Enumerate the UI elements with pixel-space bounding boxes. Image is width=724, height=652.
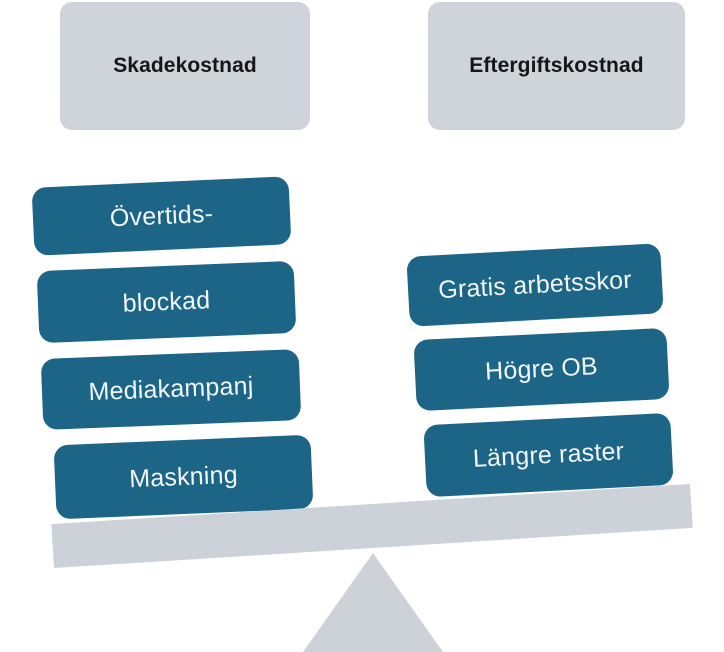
header-box-eftergiftskostnad: Eftergiftskostnad: [428, 2, 685, 130]
seesaw-fulcrum-triangle: [303, 553, 443, 652]
card-label-gratis-arbetsskor: Gratis arbetsskor: [437, 265, 633, 304]
card-langre-raster: Längre raster: [423, 412, 674, 498]
card-label-maskning: Maskning: [128, 460, 239, 493]
card-blockad: blockad: [36, 260, 297, 344]
card-label-blockad: blockad: [122, 285, 211, 318]
card-label-langre-raster: Längre raster: [472, 436, 625, 473]
header-label-eftergiftskostnad: Eftergiftskostnad: [469, 54, 644, 77]
card-mediakampanj: Mediakampanj: [40, 349, 302, 430]
card-overtids: Övertids-: [31, 176, 292, 256]
card-maskning: Maskning: [53, 434, 314, 520]
card-hogre-ob: Högre OB: [413, 327, 670, 412]
card-label-hogre-ob: Högre OB: [484, 352, 599, 386]
header-box-skadekostnad: Skadekostnad: [60, 2, 310, 130]
card-gratis-arbetsskor: Gratis arbetsskor: [406, 243, 664, 327]
card-label-overtids: Övertids-: [109, 199, 214, 232]
header-label-skadekostnad: Skadekostnad: [113, 54, 257, 77]
card-label-mediakampanj: Mediakampanj: [88, 371, 254, 407]
